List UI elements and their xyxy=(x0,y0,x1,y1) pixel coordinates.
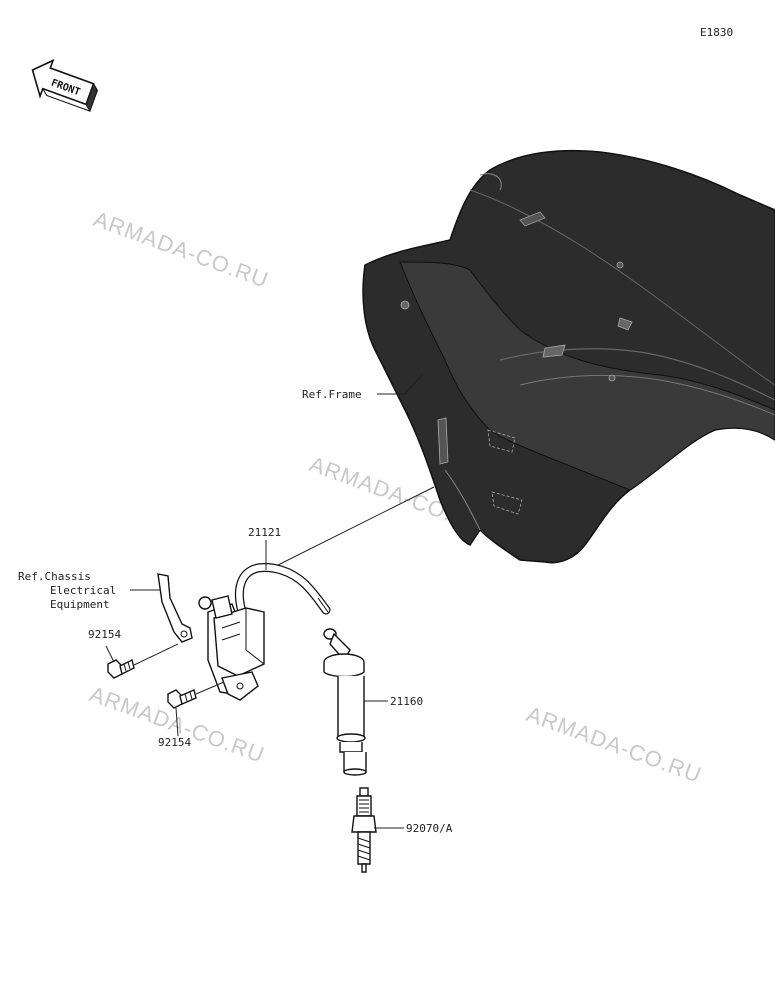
label-92154-upper: 92154 xyxy=(88,628,121,641)
label-ref-chassis-2: Electrical xyxy=(50,584,116,597)
watermark-5: ARMADA-CO.RU xyxy=(523,701,705,788)
leader-ref-frame xyxy=(377,374,423,395)
chassis-bracket xyxy=(157,573,193,643)
ignition-coil xyxy=(198,563,331,701)
watermark-1: ARMADA-CO.RU xyxy=(90,206,272,293)
leader-92154-upper xyxy=(105,645,115,663)
label-ref-chassis-3: Equipment xyxy=(50,598,110,611)
label-92154-lower: 92154 xyxy=(158,736,191,749)
spark-plug-cap xyxy=(323,628,367,776)
leader-92154-lower xyxy=(175,707,179,737)
label-ref-frame: Ref.Frame xyxy=(302,388,362,401)
leader-bolt-upper-axis xyxy=(133,643,179,666)
leader-coil-to-frame xyxy=(267,486,435,571)
leader-bolt-lower-axis xyxy=(195,681,225,695)
spark-plug xyxy=(351,787,377,873)
label-21121: 21121 xyxy=(248,526,281,539)
label-ref-chassis-1: Ref.Chassis xyxy=(18,570,91,583)
front-arrow-icon: FRONT xyxy=(31,58,99,113)
bolt-92154-upper xyxy=(107,658,135,679)
bolt-92154-lower xyxy=(167,689,197,709)
frame-illustration xyxy=(362,149,775,564)
label-21160: 21160 xyxy=(390,695,423,708)
diagram-code: E1830 xyxy=(700,26,733,39)
label-92070: 92070/A xyxy=(406,822,453,835)
